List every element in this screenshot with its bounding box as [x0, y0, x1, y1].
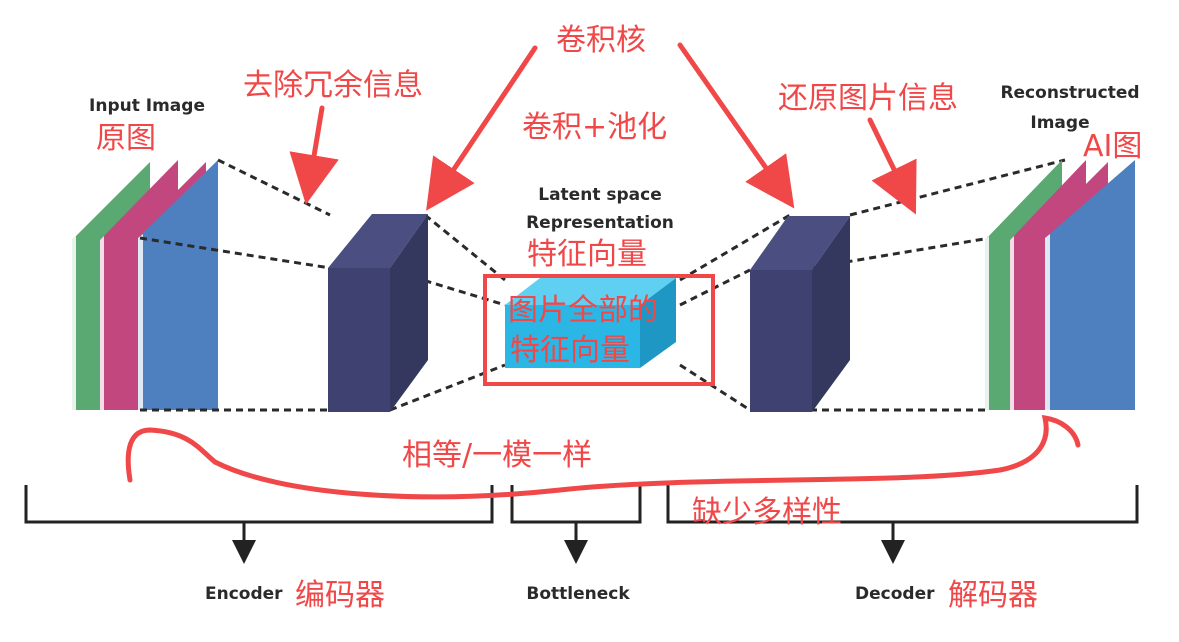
latent-highlight-box [483, 274, 715, 386]
encoder-cn-note: 编码器 [295, 578, 385, 613]
feature-vector-note: 特征向量 [527, 237, 647, 272]
input-image-layers [72, 160, 218, 410]
remove-redundant-note: 去除冗余信息 [243, 68, 423, 103]
encoder-block [328, 214, 428, 412]
bottleneck-label: Bottleneck [526, 584, 630, 604]
all-features-note-2: 特征向量 [510, 333, 630, 368]
brackets [24, 485, 1139, 564]
all-features-note-1: 图片全部的 [508, 293, 658, 328]
restore-info-note: 还原图片信息 [778, 81, 958, 116]
encoder-label: Encoder [205, 584, 283, 604]
equality-loop [125, 415, 1081, 500]
original-image-note: 原图 [96, 121, 156, 156]
decoder-cn-note: 解码器 [948, 578, 1038, 613]
reconstructed-image-layers [985, 160, 1135, 410]
decoder-block [750, 216, 850, 412]
input-layer-blue [138, 160, 218, 410]
latent-label-2: Representation [526, 213, 674, 233]
decoder-label: Decoder [855, 584, 935, 604]
input-image-label: Input Image [89, 96, 205, 116]
latent-block [505, 278, 676, 368]
equal-same-note: 相等/一模一样 [402, 438, 592, 473]
reconstructed-label-2: Image [1030, 113, 1089, 133]
lack-diversity-note: 缺少多样性 [692, 495, 842, 530]
ai-image-note: AI图 [1083, 129, 1142, 164]
reconstructed-label-1: Reconstructed [1000, 83, 1139, 103]
annotation-arrows [289, 42, 917, 215]
latent-label-1: Latent space [538, 185, 661, 205]
conv-kernel-note: 卷积核 [556, 23, 646, 58]
conv-pool-note: 卷积+池化 [522, 110, 667, 145]
